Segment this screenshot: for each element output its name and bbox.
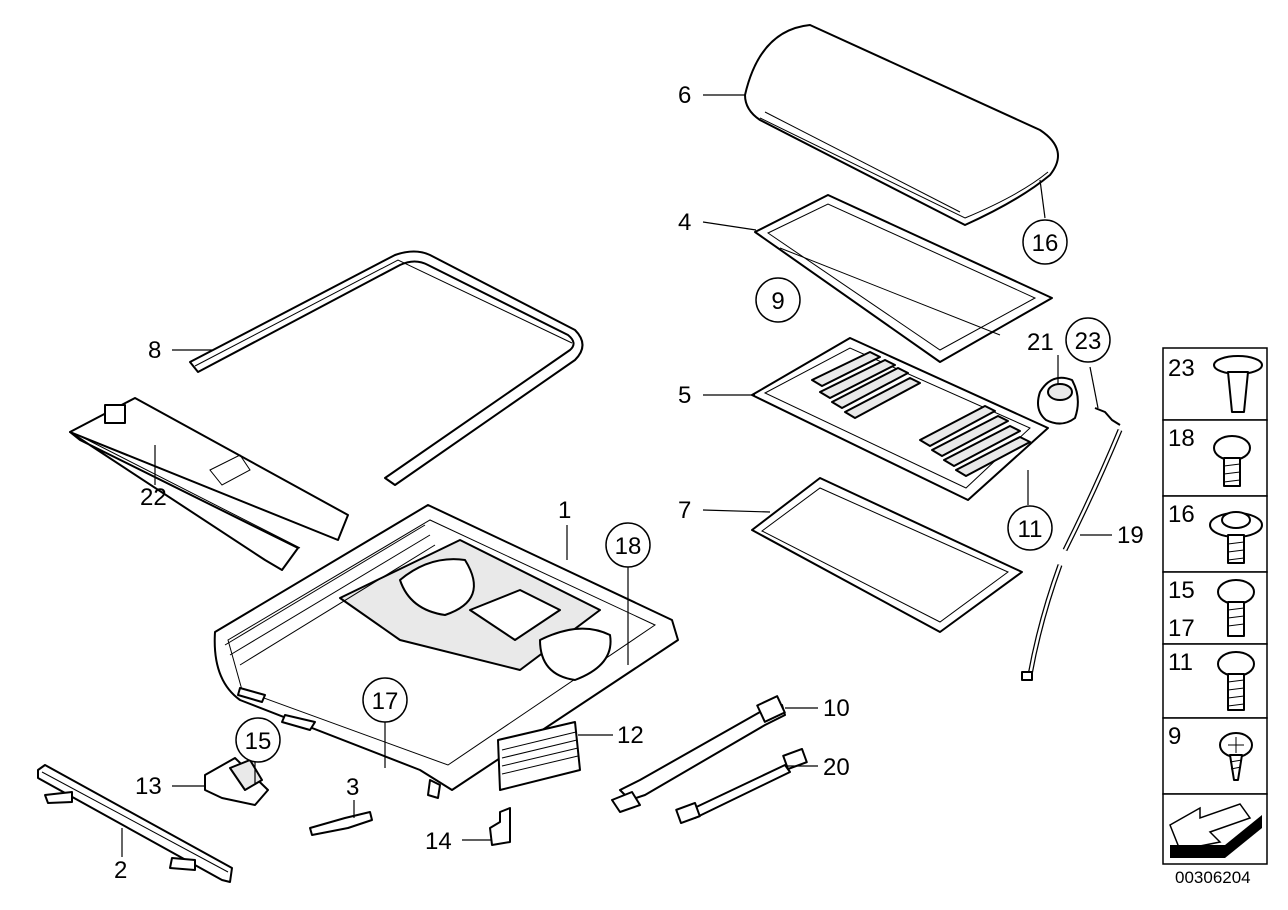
seal-frame-part-7[interactable] (751, 477, 1023, 633)
bracket-part-14[interactable] (489, 807, 511, 846)
drain-hose-part-19[interactable] (1021, 407, 1123, 681)
svg-text:17: 17 (372, 688, 399, 715)
callout-20: 20 (823, 754, 850, 781)
panel-slots (811, 351, 1031, 477)
screw-11-icon (1217, 651, 1255, 711)
callout-5: 5 (678, 382, 691, 409)
push-clip-icon (1213, 355, 1263, 413)
fastener-legend: 23 18 16 15 17 11 9 (1162, 347, 1268, 865)
frame-bar-part-22[interactable] (69, 397, 349, 571)
drawing-id: 00306204 (1175, 868, 1251, 887)
callout-12: 12 (617, 722, 644, 749)
wire-harness-part-20[interactable] (675, 748, 808, 824)
callout-8: 8 (148, 337, 161, 364)
circled-callout-18: 18 (605, 522, 651, 568)
legend-label-18: 18 (1168, 425, 1195, 452)
circled-callout-16: 16 (1022, 219, 1068, 265)
guide-block-part-13[interactable] (204, 757, 269, 806)
callout-10: 10 (823, 695, 850, 722)
callout-3: 3 (346, 774, 359, 801)
svg-text:23: 23 (1075, 328, 1102, 355)
callout-22: 22 (140, 484, 167, 511)
callout-13: 13 (135, 773, 162, 800)
callout-19: 19 (1117, 522, 1144, 549)
svg-text:9: 9 (771, 288, 784, 315)
handle-cup-part-21[interactable] (1037, 376, 1079, 425)
screw-15-17-icon (1217, 579, 1255, 637)
callout-7: 7 (678, 497, 691, 524)
legend-label-23: 23 (1168, 355, 1195, 382)
callout-1: 1 (558, 497, 571, 524)
callout-14: 14 (425, 828, 452, 855)
callout-21: 21 (1027, 329, 1054, 356)
legend-label-16: 16 (1168, 501, 1195, 528)
seal-rail-part-8[interactable] (189, 250, 584, 486)
legend-label-17: 17 (1168, 615, 1195, 642)
svg-text:15: 15 (245, 728, 272, 755)
screw-icon (1213, 435, 1251, 487)
callout-4: 4 (678, 209, 691, 236)
direction-arrow-icon (1169, 803, 1262, 858)
circled-callout-15: 15 (235, 717, 281, 763)
circled-callout-23: 23 (1065, 317, 1111, 363)
grille-part-12[interactable] (497, 721, 581, 791)
glass-panel-part-6[interactable] (744, 24, 1059, 226)
cable-part-3[interactable] (309, 811, 373, 836)
circled-callout-11: 11 (1007, 505, 1053, 551)
sunroof-frame-part-1[interactable] (213, 504, 679, 799)
legend-label-15: 15 (1168, 577, 1195, 604)
circled-callout-17: 17 (362, 677, 408, 723)
tapping-screw-icon (1219, 732, 1253, 781)
circled-callout-9: 9 (755, 277, 801, 323)
legend-label-11: 11 (1168, 649, 1193, 676)
seal-frame-part-4[interactable] (754, 194, 1053, 363)
svg-text:11: 11 (1018, 516, 1043, 543)
legend-label-9: 9 (1168, 723, 1181, 750)
slotted-panel-part-5[interactable] (751, 337, 1049, 501)
callout-2: 2 (114, 857, 127, 884)
svg-text:18: 18 (615, 533, 642, 560)
drive-cable-part-10[interactable] (611, 695, 786, 813)
washer-screw-icon (1209, 511, 1263, 564)
svg-text:16: 16 (1032, 230, 1059, 257)
callout-6: 6 (678, 82, 691, 109)
leader-lines (121, 94, 1112, 857)
front-bar-part-2[interactable] (37, 764, 233, 883)
